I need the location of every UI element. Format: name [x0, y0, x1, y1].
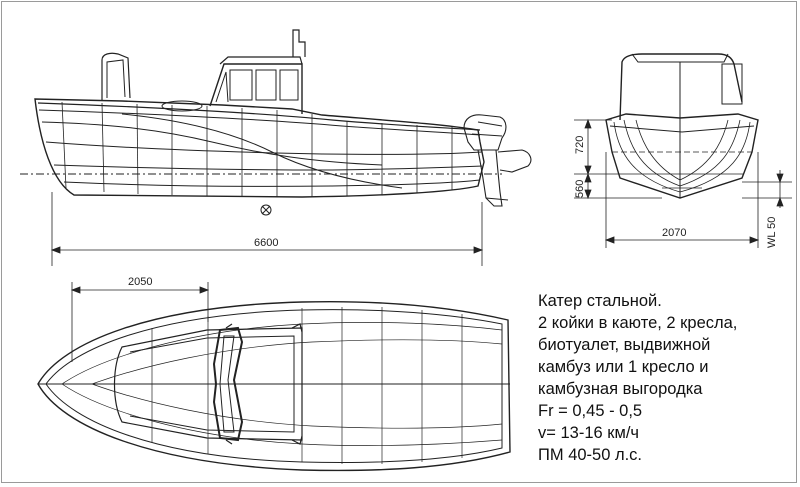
dim-height-lower-label: 560 — [574, 180, 586, 198]
side-hatch — [161, 100, 203, 112]
side-cabin-window-3 — [279, 69, 299, 101]
dim-waterline-label: WL 50 — [766, 217, 778, 248]
side-mast — [292, 29, 306, 57]
plan-deck-edge — [45, 309, 503, 463]
plan-windshield-inner — [219, 335, 235, 433]
plan-cleats — [225, 323, 303, 445]
dim-length-label: 6600 — [254, 237, 278, 249]
spec-line: камбузная выгородка — [538, 380, 703, 398]
side-seat-inner — [106, 59, 126, 98]
plan-windshield — [212, 326, 244, 442]
front-deck-line — [609, 125, 755, 133]
dim-length — [50, 192, 484, 266]
side-keel-line — [63, 179, 481, 187]
spec-line: Катер стальной. — [538, 292, 662, 310]
outboard-motor — [463, 114, 532, 207]
front-cabin-roof — [631, 53, 729, 63]
side-cabin-roof — [219, 56, 303, 65]
side-cabin-window-front — [215, 71, 229, 103]
dim-height-upper-label: 720 — [574, 136, 586, 154]
dim-front-offset — [70, 282, 210, 362]
side-chine-line — [45, 141, 483, 155]
plan-hull-outline — [37, 300, 511, 472]
spec-line: ПМ 40-50 л.с. — [538, 446, 643, 464]
spec-line: биотуалет, выдвижной — [538, 336, 711, 354]
plan-view — [37, 282, 511, 472]
dim-waterline — [742, 170, 792, 208]
side-sheer-line — [37, 102, 481, 131]
spec-line: Fr = 0,45 - 0,5 — [538, 402, 643, 420]
side-buttock-line — [53, 164, 483, 171]
side-cabin-window-2 — [255, 69, 277, 101]
spec-text-block: Катер стальной. 2 койки в каюте, 2 кресл… — [538, 290, 788, 466]
dim-front-offset-label: 2050 — [128, 276, 152, 288]
side-hull-outline — [34, 98, 485, 198]
plan-cabin-inner — [129, 335, 295, 433]
plan-stations — [151, 307, 463, 464]
side-rubbing-strake — [38, 109, 481, 136]
front-cabin — [619, 53, 743, 121]
side-cabin — [209, 63, 303, 114]
side-stations — [61, 101, 453, 197]
side-diagonal — [41, 121, 383, 166]
side-diagonal-2 — [121, 113, 403, 189]
front-sections — [612, 119, 752, 193]
dim-beam-label: 2070 — [662, 227, 686, 239]
spec-line: камбуз или 1 кресло и — [538, 358, 709, 376]
side-cabin-window-1 — [229, 69, 253, 101]
front-mast — [721, 63, 743, 105]
cg-marker — [260, 204, 272, 216]
side-view — [20, 29, 532, 266]
spec-line: v= 13-16 км/ч — [538, 424, 639, 442]
spec-line: 2 койки в каюте, 2 кресла, — [538, 314, 738, 332]
plan-cabin — [113, 327, 303, 441]
dim-beam — [604, 152, 760, 248]
dim-heights — [574, 118, 662, 200]
front-view — [574, 53, 792, 248]
side-seat — [101, 52, 131, 100]
